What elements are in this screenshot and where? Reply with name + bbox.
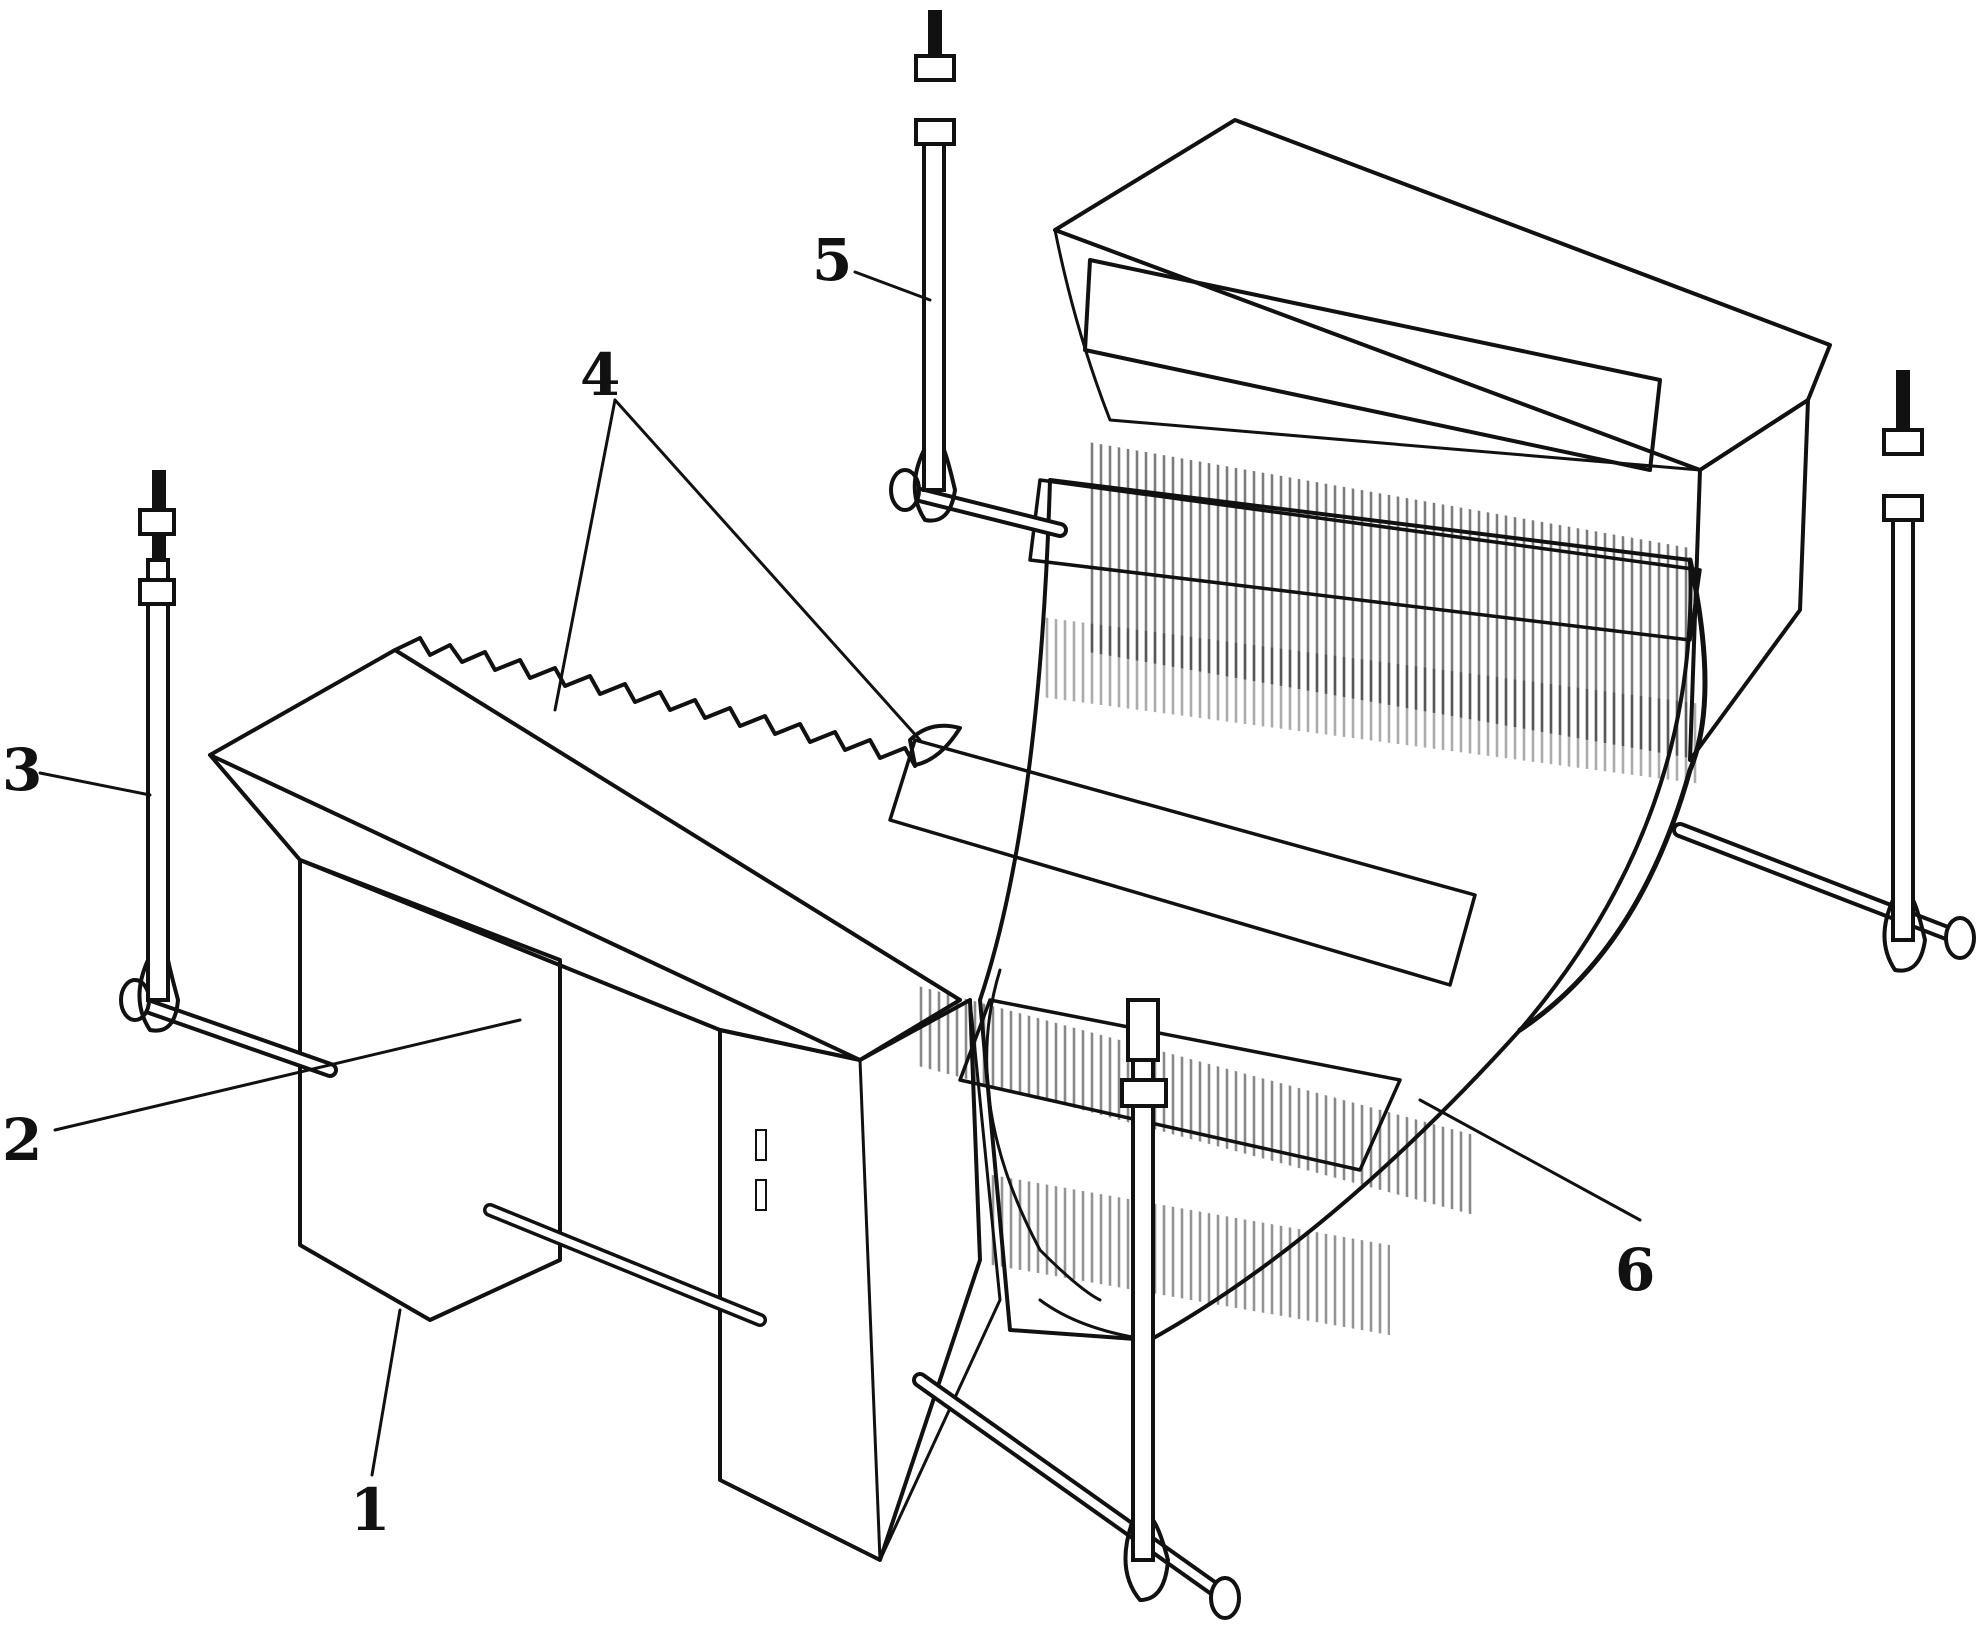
- back-teeth-row: [1083, 258, 1690, 758]
- upper-tooth-row: [1028, 478, 1702, 784]
- stud-right: [1882, 370, 1927, 973]
- bottom-rod: [483, 1203, 1241, 1620]
- callout-4: 4: [580, 341, 620, 409]
- callout-3: 3: [2, 736, 42, 804]
- arc-wire: [985, 968, 1102, 1302]
- middle-tooth-row: [888, 723, 1477, 1216]
- stud-5: [912, 10, 957, 523]
- callout-6: 6: [1615, 1236, 1655, 1304]
- back-lamination-stack: [1053, 118, 1832, 762]
- top-rod: [889, 468, 1068, 538]
- front-lamination-core: [208, 636, 1002, 1562]
- stud-front-bottom: [1120, 998, 1170, 1602]
- callout-2: 2: [2, 1106, 42, 1174]
- leader-lines: [38, 270, 1642, 1477]
- stud-3: [137, 470, 180, 1033]
- right-rod: [1672, 822, 1976, 960]
- lower-tooth-row: [958, 998, 1402, 1336]
- callout-1: 1: [350, 1476, 390, 1544]
- callout-5: 5: [812, 226, 852, 294]
